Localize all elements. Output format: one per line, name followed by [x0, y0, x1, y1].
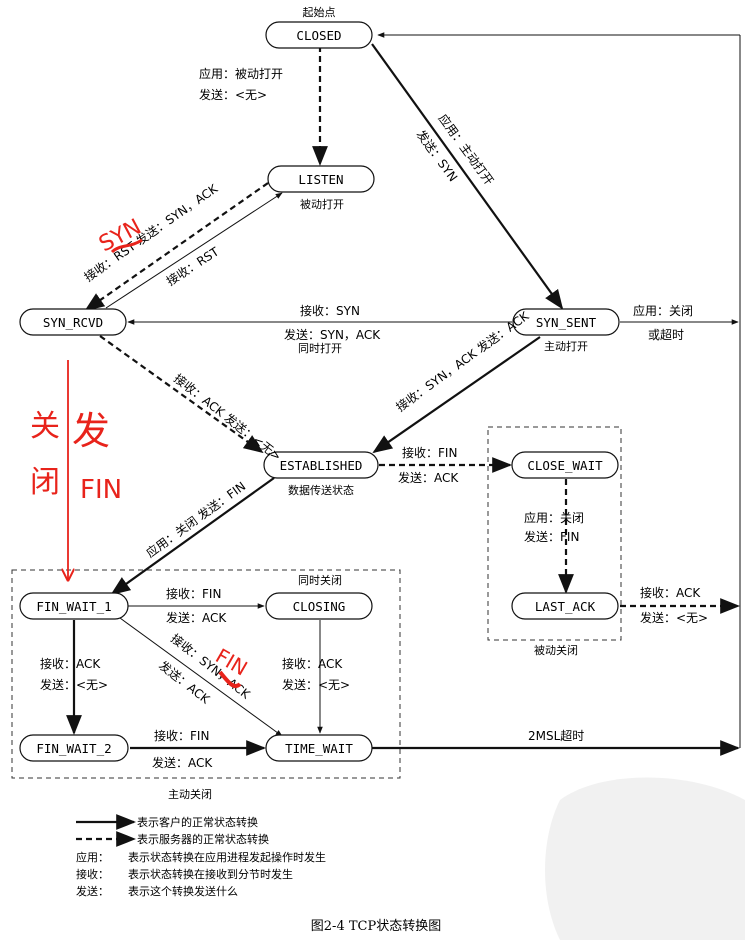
svg-text:FIN_WAIT_1: FIN_WAIT_1	[36, 599, 111, 614]
svg-text:LISTEN: LISTEN	[298, 172, 343, 187]
label-finwait2-timewait-recv: 接收：FIN	[154, 728, 209, 743]
svg-text:FIN_WAIT_2: FIN_WAIT_2	[36, 741, 111, 756]
label-synrcvd-listen: 接收：RST	[163, 243, 221, 288]
label-closing-timewait-recv: 接收：ACK	[282, 656, 343, 671]
edge-synrcvd-established	[99, 335, 264, 454]
label-closewait-lastack-app: 应用：关闭	[524, 510, 584, 525]
note-start: 起始点	[303, 5, 336, 19]
svg-text:FIN: FIN	[80, 475, 122, 505]
state-closing: CLOSING	[265, 592, 373, 620]
state-close-wait: CLOSE_WAIT	[511, 451, 619, 479]
legend-recv-key: 接收：	[76, 867, 109, 881]
legend-dashed-text: 表示服务器的正常状态转换	[137, 832, 269, 846]
edge-closed-synsent	[371, 43, 564, 310]
note-simultaneous-open: 同时打开	[298, 341, 342, 355]
label-finwait1-closing-send: 发送：ACK	[166, 610, 227, 625]
state-closed: CLOSED	[265, 21, 373, 49]
label-finwait2-timewait-send: 发送：ACK	[152, 755, 213, 770]
legend-recv-desc: 表示状态转换在接收到分节时发生	[128, 867, 293, 881]
svg-text:LAST_ACK: LAST_ACK	[535, 599, 596, 614]
label-closed-listen-send: 发送：<无>	[199, 87, 267, 102]
svg-text:闭: 闭	[30, 465, 60, 500]
label-synrcvd-est: 接收：ACK 发送：<无>	[171, 371, 284, 464]
note-passive-open: 被动打开	[300, 197, 344, 211]
label-synsent-est: 接收：SYN，ACK 发送：ACK	[393, 307, 532, 414]
label-finwait1-finwait2-send: 发送：<无>	[40, 677, 108, 692]
state-last-ack: LAST_ACK	[511, 592, 619, 620]
legend-solid-text: 表示客户的正常状态转换	[137, 815, 258, 829]
note-passive-close: 被动关闭	[534, 643, 578, 657]
label-lastack-recv: 接收：ACK	[640, 585, 701, 600]
legend-app-desc: 表示状态转换在应用进程发起操作时发生	[128, 850, 326, 864]
label-finwait1-closing-recv: 接收：FIN	[166, 586, 221, 601]
label-lastack-send: 发送：<无>	[640, 610, 708, 625]
state-established: ESTABLISHED	[263, 451, 379, 479]
note-simultaneous-close: 同时关闭	[298, 573, 342, 587]
legend-send-desc: 表示这个转换发送什么	[128, 884, 238, 898]
legend-send-key: 发送：	[76, 884, 109, 898]
svg-text:CLOSE_WAIT: CLOSE_WAIT	[527, 458, 603, 473]
state-syn-rcvd: SYN_RCVD	[19, 308, 127, 336]
svg-text:SYN_SENT: SYN_SENT	[536, 315, 597, 330]
label-est-closewait-send: 发送：ACK	[398, 470, 459, 485]
svg-text:TIME_WAIT: TIME_WAIT	[285, 741, 353, 756]
svg-text:发: 发	[72, 409, 110, 453]
state-time-wait: TIME_WAIT	[265, 734, 373, 762]
label-est-closewait-recv: 接收：FIN	[402, 445, 457, 460]
label-synsent-close-app: 应用：关闭	[633, 303, 693, 318]
svg-text:关: 关	[30, 409, 60, 444]
note-data-transfer: 数据传送状态	[288, 483, 354, 497]
passive-close-box	[487, 426, 622, 641]
edge-listen-synrcvd	[84, 182, 269, 312]
label-closewait-lastack-send: 发送：FIN	[524, 529, 579, 544]
label-synsent-synrcvd-send: 发送：SYN，ACK	[284, 327, 381, 342]
legend-app-key: 应用：	[76, 850, 109, 864]
state-syn-sent: SYN_SENT	[512, 308, 620, 336]
svg-text:CLOSING: CLOSING	[293, 599, 346, 614]
label-closing-timewait-send: 发送：<无>	[282, 677, 350, 692]
note-active-open: 主动打开	[544, 339, 588, 353]
note-active-close: 主动关闭	[168, 787, 212, 801]
svg-text:SYN_RCVD: SYN_RCVD	[43, 315, 103, 330]
edge-synsent-established	[372, 336, 541, 454]
state-fin-wait-1: FIN_WAIT_1	[19, 592, 129, 620]
label-est-finwait1: 应用：关闭 发送：FIN	[143, 478, 248, 560]
svg-text:CLOSED: CLOSED	[296, 28, 341, 43]
state-listen: LISTEN	[267, 165, 375, 193]
label-closed-listen-app: 应用：被动打开	[199, 66, 283, 81]
active-close-box	[11, 569, 401, 779]
annotation-close-send-fin: 关 闭 发 FIN	[30, 360, 122, 580]
label-synsent-close-or: 或超时	[648, 327, 684, 342]
label-synsent-synrcvd-recv: 接收：SYN	[300, 303, 360, 318]
state-fin-wait-2: FIN_WAIT_2	[19, 734, 129, 762]
figure-caption: 图2-4 TCP状态转换图	[311, 919, 441, 934]
svg-text:ESTABLISHED: ESTABLISHED	[280, 458, 363, 473]
label-finwait1-finwait2-recv: 接收：ACK	[40, 656, 101, 671]
watermark-seal	[545, 777, 745, 940]
edge-established-finwait1	[110, 477, 275, 596]
label-2msl-timeout: 2MSL超时	[528, 728, 584, 743]
edge-finwait1-timewait	[119, 617, 283, 737]
edge-synrcvd-listen	[105, 192, 283, 309]
